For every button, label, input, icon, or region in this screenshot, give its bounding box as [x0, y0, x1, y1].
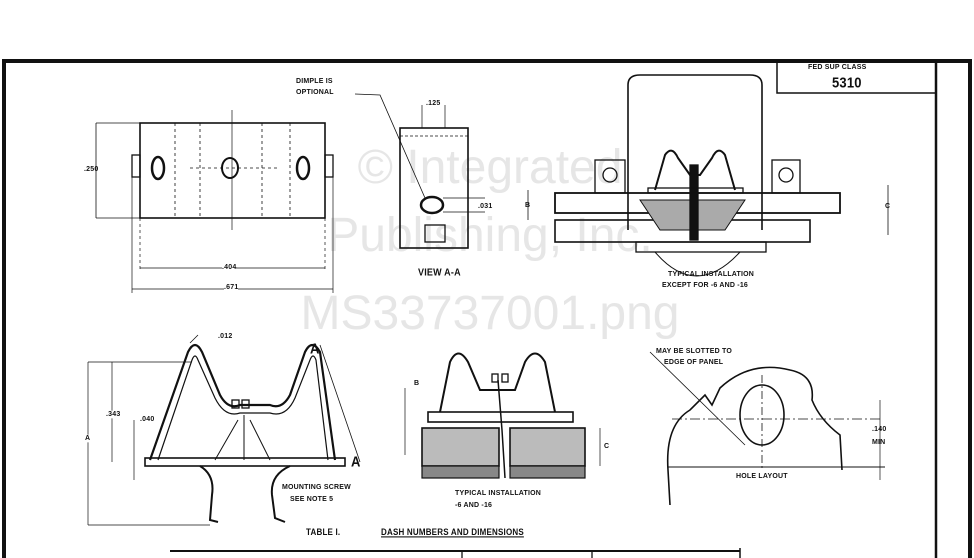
dimension-label: .250 — [84, 165, 99, 174]
dimension-label: .012 — [218, 332, 233, 341]
reference-letter: C — [885, 202, 891, 211]
dimple-note: OPTIONAL — [296, 88, 334, 97]
dimension-label: .671 — [224, 283, 239, 292]
table-1 — [170, 548, 741, 558]
dimension-label: .404 — [222, 263, 237, 272]
reference-letter: A — [85, 434, 91, 443]
reference-letter: B — [525, 201, 531, 210]
dimension-label: .125 — [426, 99, 441, 108]
hole-layout — [649, 351, 885, 506]
watermark-line: MS33737001.png — [300, 287, 680, 340]
screw-note: SEE NOTE 5 — [290, 495, 334, 504]
dimple-note: DIMPLE IS — [296, 77, 333, 86]
federal-supply-class: 5310 — [832, 74, 862, 91]
installation-caption: -6 AND -16 — [455, 501, 493, 510]
installation-caption: TYPICAL INSTALLATION — [668, 270, 755, 279]
slot-note: EDGE OF PANEL — [664, 358, 724, 367]
typical-installation-top — [527, 74, 889, 277]
clip-plan-view — [95, 110, 334, 293]
title-block — [776, 60, 937, 94]
table-title: DASH NUMBERS AND DIMENSIONS — [381, 527, 524, 538]
clip-side-view — [87, 334, 361, 526]
dimension-label: .343 — [106, 410, 121, 419]
title-block-heading: FED SUP CLASS — [808, 63, 867, 72]
typical-installation-bottom — [404, 352, 601, 479]
section-marker: A — [310, 340, 320, 357]
view-a-a — [354, 93, 485, 249]
installation-caption: EXCEPT FOR -6 AND -16 — [662, 281, 749, 290]
dimension-label: MIN — [872, 438, 886, 447]
section-marker: A — [351, 453, 361, 470]
sheet-border — [2, 59, 972, 558]
screw-note: MOUNTING SCREW — [282, 483, 351, 492]
table-label: TABLE I. — [306, 527, 341, 538]
watermark-line: © Integrated — [357, 141, 623, 194]
hole-layout-caption: HOLE LAYOUT — [736, 472, 788, 481]
dimension-label: .140 — [872, 425, 887, 434]
reference-letter: B — [414, 379, 420, 388]
installation-caption: TYPICAL INSTALLATION — [455, 489, 542, 498]
dimension-label: .040 — [140, 415, 155, 424]
slot-note: MAY BE SLOTTED TO — [656, 347, 733, 356]
reference-letter: C — [604, 442, 610, 451]
dimension-label: .031 — [478, 202, 493, 211]
view-label: VIEW A-A — [418, 266, 461, 278]
